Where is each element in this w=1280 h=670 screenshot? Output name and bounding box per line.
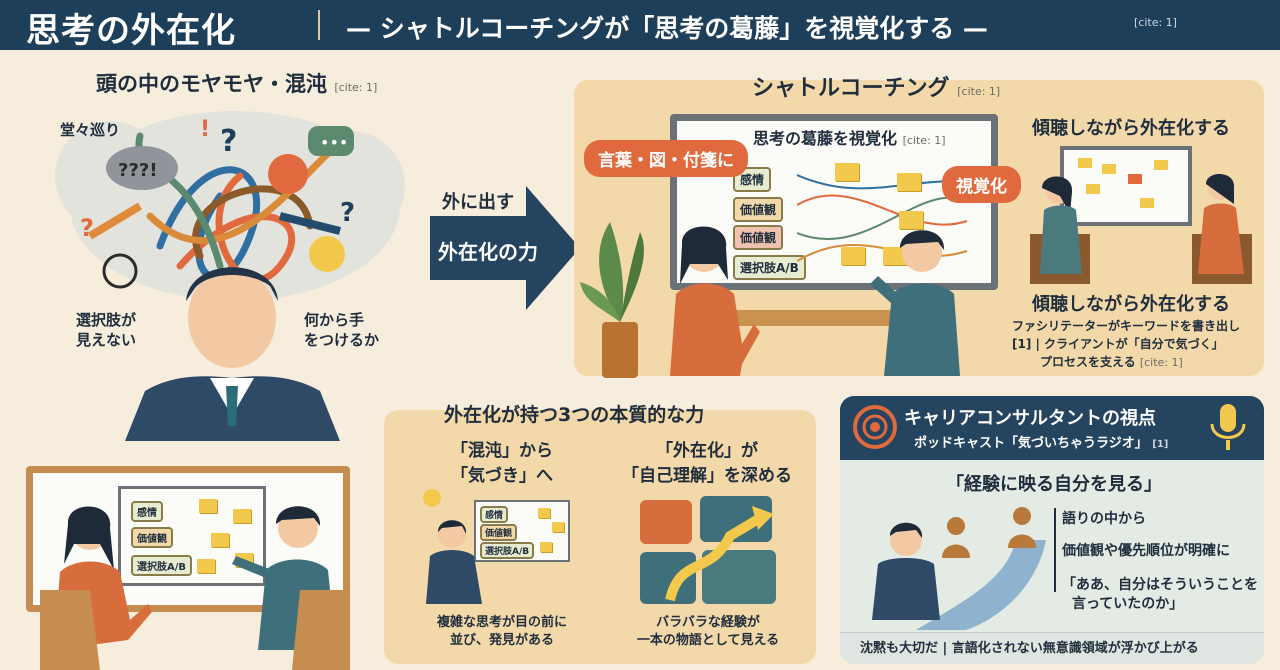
listening-title-top: 傾聴しながら外在化する — [1032, 118, 1230, 139]
meeting-table — [706, 310, 944, 326]
listening-desc-2: [1] | クライアントが「自分で気づく」 — [1012, 337, 1224, 351]
mini-board-label: 価値観 — [480, 524, 518, 541]
sticky-note — [538, 508, 550, 518]
question-mark-icon: ? — [80, 214, 94, 242]
header-divider — [318, 10, 320, 40]
board-label: 選択肢A/B — [733, 255, 806, 280]
man-hair — [186, 267, 278, 301]
confused-bubble — [106, 146, 178, 190]
speech-bubble-words: 言葉・図・付箋に — [584, 140, 748, 177]
sticky-note — [197, 559, 215, 573]
angry-face-icon — [268, 154, 308, 194]
career-point-3: 「ああ、自分はそういうことを 言っていたのか」 — [1062, 577, 1258, 612]
board-label: 感情 — [733, 167, 772, 192]
man-face — [188, 268, 276, 368]
career-point-1: 語りの中から — [1062, 511, 1146, 527]
sticky-note — [841, 247, 865, 265]
podcast-icon — [853, 405, 897, 449]
listening-title-bottom: 傾聴しながら外在化する — [1032, 294, 1230, 315]
career-header-bar — [840, 396, 1264, 460]
career-subtitle: ポッドキャスト「気づいちゃうラジオ」 [1] — [914, 436, 1169, 451]
arrow-top-label: 外に出す — [442, 192, 514, 213]
chaos-arrow — [87, 202, 143, 240]
chaos-illustration: ???! ••• ? ! ? ? — [55, 111, 405, 441]
career-quote: 「経験に映る自分を見る」 — [946, 474, 1162, 495]
sticky-note — [211, 533, 229, 547]
board-label: 価値観 — [733, 197, 784, 222]
sticky-note — [835, 163, 859, 181]
speech-bubble-visualize: 視覚化 — [942, 166, 1021, 203]
chaos-title-text: 頭の中のモヤモヤ・混沌 — [96, 72, 327, 96]
chaos-arrow — [279, 212, 341, 235]
sticky-note — [540, 542, 552, 552]
bottom-people — [40, 506, 350, 670]
power-title: 外在化が持つ3つの本質的な力 — [444, 404, 705, 426]
reflection-illustration — [872, 507, 1046, 630]
bottom-board-panel: 感情 価値観 選択肢A/B — [118, 486, 266, 586]
bottom-board-label: 価値観 — [131, 527, 173, 548]
svg-text:•••: ••• — [320, 133, 348, 152]
timeline-line — [1054, 508, 1056, 592]
power-mini-board: 感情 価値観 選択肢A/B — [474, 500, 570, 562]
sticky-note — [897, 173, 921, 191]
listening-desc-3: プロセスを支える [cite: 1] — [1040, 355, 1183, 369]
power-col1-desc: 複雑な思考が目の前に 並び、発見がある — [436, 615, 567, 648]
power-col2-title: 「外在化」が 「自己理解」を深める — [622, 441, 792, 486]
chaos-title: 頭の中のモヤモヤ・混沌 [cite: 1] — [96, 68, 377, 98]
power-col2-desc: バラバラな経験が 一本の物語として見える — [636, 615, 780, 648]
header-cite: [cite: 1] — [1134, 16, 1177, 29]
scribble-icon — [102, 253, 138, 289]
shuttle-title: シャトルコーチング [cite: 1] — [752, 76, 1001, 101]
listening-illustration — [1030, 146, 1252, 284]
sticky-note — [899, 211, 923, 229]
externalize-arrow: 外に出す 外在化の力 — [430, 186, 580, 310]
chat-bubble-icon — [308, 126, 354, 156]
no-options-label: 選択肢が 見えない — [76, 311, 137, 350]
woman-coachee — [670, 226, 760, 376]
sticky-note — [552, 522, 564, 532]
listening-desc-1: ファシリテーターがキーワードを書き出し — [1012, 319, 1241, 333]
puzzle-icon — [640, 496, 776, 604]
sticky-note — [233, 509, 251, 523]
question-mark-icon: ? — [340, 198, 355, 228]
arrow-main-label: 外在化の力 — [438, 240, 538, 264]
page-subtitle: — シャトルコーチングが「思考の葛藤」を視覚化する — — [346, 14, 988, 43]
loop-label: 堂々巡り — [60, 121, 121, 139]
worried-face-icon — [309, 236, 345, 272]
career-point-2: 価値観や優先順位が明確に — [1062, 543, 1230, 559]
header-bar: 思考の外在化 — シャトルコーチングが「思考の葛藤」を視覚化する — [cite… — [0, 0, 1280, 51]
career-footer-bar — [840, 632, 1264, 664]
board-label: 価値観 — [733, 225, 784, 250]
bottom-board-label: 選択肢A/B — [131, 555, 193, 576]
mini-board-label: 感情 — [480, 506, 509, 523]
confused-bubble-text: ???! — [118, 160, 158, 181]
sticky-note — [883, 247, 907, 265]
where-to-start-label: 何から手 をつけるか — [304, 311, 380, 350]
power-col1-title: 「混沌」から 「気づき」へ — [451, 441, 553, 486]
career-title: キャリアコンサルタントの視点 — [904, 408, 1156, 429]
plant-icon — [580, 222, 644, 378]
board-title: 思考の葛藤を視覚化 [cite: 1] — [753, 129, 946, 148]
career-footer-text: 沈黙も大切だ | 言語化されない無意識領域が浮かび上がる — [860, 641, 1199, 656]
bottom-board-label: 感情 — [131, 501, 163, 522]
man-coach — [870, 230, 960, 376]
man-tie — [226, 386, 238, 426]
sticky-note — [199, 499, 217, 513]
exclaim-icon: ! — [200, 117, 210, 142]
page-title: 思考の外在化 — [26, 11, 236, 51]
chaos-cite: [cite: 1] — [334, 81, 378, 94]
mini-board-label: 選択肢A/B — [480, 542, 535, 559]
lightbulb-person — [423, 489, 482, 604]
question-mark-icon: ? — [220, 124, 237, 159]
lightbulb-icon — [423, 489, 441, 507]
microphone-icon — [1210, 404, 1246, 450]
